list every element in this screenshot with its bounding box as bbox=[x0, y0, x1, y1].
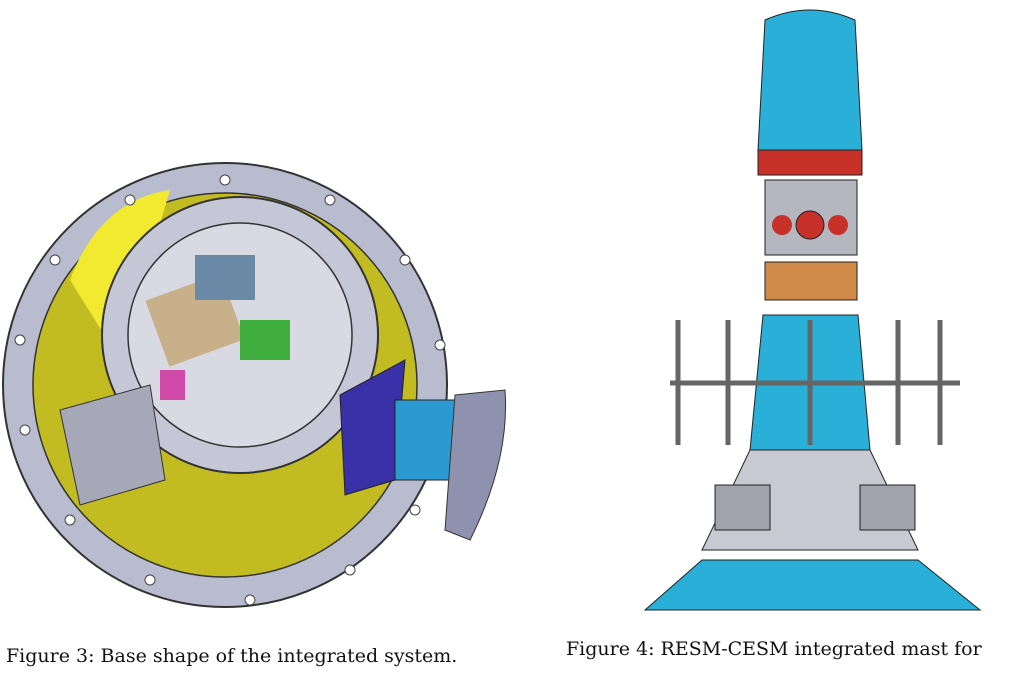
figure-3-base-shape-drawing bbox=[2, 162, 507, 608]
figure-4-caption: Figure 4: RESM-CESM integrated mast for bbox=[566, 638, 982, 660]
figure-4-integrated-mast-drawing bbox=[643, 9, 982, 611]
figure-3-caption: Figure 3: Base shape of the integrated s… bbox=[6, 645, 458, 667]
